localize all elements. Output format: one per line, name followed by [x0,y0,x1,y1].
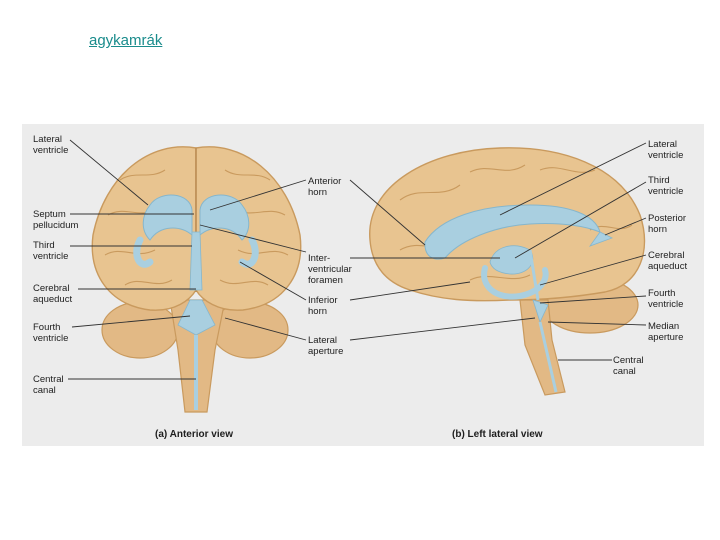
label-fourth-ventricle-left: Fourth ventricle [33,322,68,344]
label-cerebral-aqueduct-left: Cerebral aqueduct [33,283,72,305]
label-lateral-aperture: Lateral aperture [308,335,343,357]
label-third-ventricle-right: Third ventricle [648,175,683,197]
lateral-view-brain [370,148,645,395]
label-lateral-ventricle-right: Lateral ventricle [648,139,683,161]
label-third-ventricle-left: Third ventricle [33,240,68,262]
caption-lateral-view: (b) Left lateral view [452,429,543,440]
caption-anterior-view: (a) Anterior view [155,429,233,440]
label-median-aperture: Median aperture [648,321,683,343]
label-septum-pellucidum: Septum pellucidum [33,209,78,231]
label-inferior-horn: Inferior horn [308,295,338,317]
label-anterior-horn: Anterior horn [308,176,341,198]
label-fourth-ventricle-right: Fourth ventricle [648,288,683,310]
label-posterior-horn: Posterior horn [648,213,686,235]
label-central-canal-left: Central canal [33,374,64,396]
label-central-canal-right: Central canal [613,355,644,377]
label-lateral-ventricle-left: Lateral ventricle [33,134,68,156]
label-cerebral-aqueduct-right: Cerebral aqueduct [648,250,687,272]
label-interventricular-foramen: Inter- ventricular foramen [308,253,352,286]
